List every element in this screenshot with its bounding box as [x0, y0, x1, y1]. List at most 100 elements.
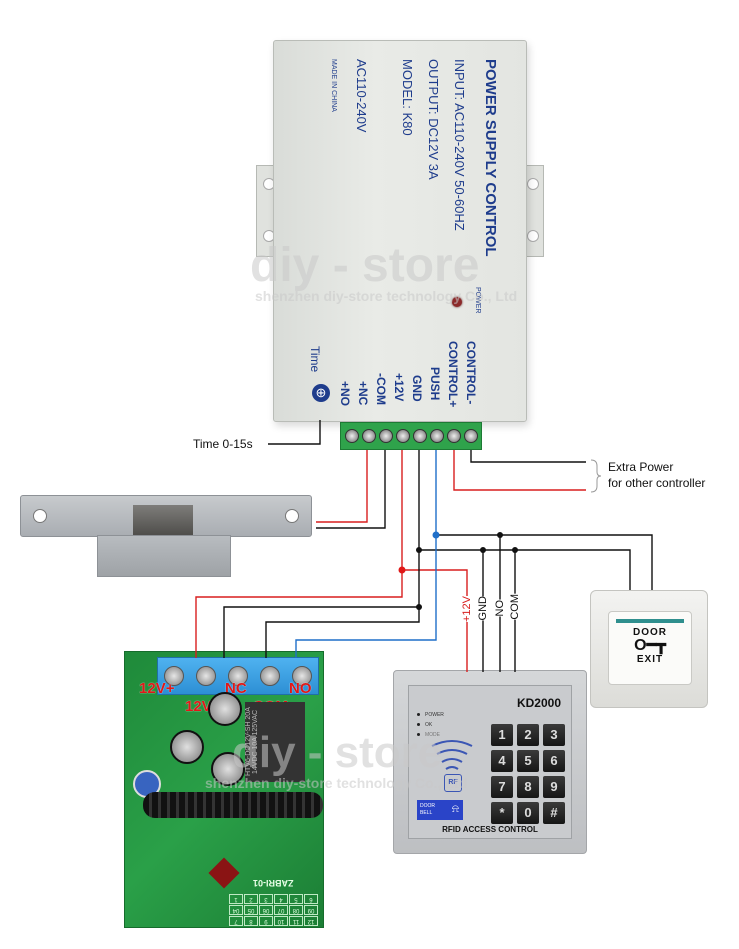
rf-module	[208, 857, 240, 889]
junction-dot	[432, 531, 440, 539]
key-9[interactable]: 9	[543, 776, 565, 798]
wire-lock-red	[316, 450, 368, 523]
terminal-label-12v: +12V	[392, 373, 406, 402]
capacitor	[170, 730, 204, 764]
keypad-panel: KD2000 POWER OK MODE RF DOOR BELL ⍾ 1 2 …	[408, 685, 572, 839]
pin-label: 04	[229, 905, 243, 915]
junction-dot	[480, 547, 486, 553]
pin-label: 2	[244, 894, 258, 904]
keypad-wire-label-com: COM	[509, 594, 521, 620]
wire-extra-power-red	[453, 450, 586, 491]
wire-push-blue	[295, 450, 437, 658]
coiled-antenna	[143, 792, 323, 818]
junction-dot	[512, 547, 518, 553]
time-adjust-knob-icon[interactable]: ⊕	[312, 384, 330, 402]
lock-keeper	[97, 535, 231, 577]
power-led-label: POWER	[474, 287, 481, 314]
terminal-screw	[395, 429, 410, 443]
rfid-keypad: KD2000 POWER OK MODE RF DOOR BELL ⍾ 1 2 …	[393, 670, 587, 854]
psu-input-spec: INPUT: AC110-240V 50-60HZ	[452, 59, 467, 231]
pin-label: 7	[229, 916, 243, 926]
pcb-code: ZABRI-01	[253, 878, 294, 888]
psu-output-spec: OUTPUT: DC12V 3A	[426, 59, 441, 180]
extra-power-brace	[590, 459, 602, 493]
time-label: Time	[308, 346, 322, 373]
pin-label: 6	[304, 894, 318, 904]
pin-label: 9	[259, 916, 273, 926]
terminal-label-nc: +NC	[356, 381, 370, 406]
pin-label: 1	[229, 894, 243, 904]
rf-badge-icon: RF	[444, 774, 462, 792]
wire-push-bus	[436, 534, 653, 590]
terminal-screw	[378, 429, 393, 443]
bell-icon: ⍾	[451, 803, 459, 815]
relay-terminal-screw	[228, 666, 248, 686]
key-8[interactable]: 8	[517, 776, 539, 798]
keypad-led-mode: MODE	[417, 732, 440, 738]
keypad-led-power: POWER	[417, 712, 444, 718]
terminal-label-push: PUSH	[428, 367, 442, 401]
terminal-screw	[463, 429, 478, 443]
exit-button-exit-text: EXIT	[636, 654, 664, 665]
mounting-hole	[527, 178, 539, 190]
pin-grid: 12 11 10 9 8 7 09 08 07 06 05 04 6 5 4 3…	[229, 894, 318, 926]
keypad-wire-label-gnd: GND	[477, 596, 489, 621]
keypad-footer: RFID ACCESS CONTROL	[442, 825, 538, 834]
key-1[interactable]: 1	[491, 724, 513, 746]
key-6[interactable]: 6	[543, 750, 565, 772]
relay-terminal-screw	[292, 666, 312, 686]
key-7[interactable]: 7	[491, 776, 513, 798]
keypad-wire-label-no: NO	[494, 600, 506, 617]
doorbell-button[interactable]: DOOR BELL ⍾	[417, 800, 463, 820]
rf-waves-icon	[431, 740, 473, 770]
psu-terminal-block	[340, 422, 482, 450]
key-4[interactable]: 4	[491, 750, 513, 772]
doorbell-label-line2: BELL	[420, 810, 433, 816]
wireless-relay-board: 12V+ 12V- NC COM NO HTV6-DC12V-SH 20A 14…	[124, 651, 324, 928]
terminal-screw	[344, 429, 359, 443]
relay-terminal-screw	[260, 666, 280, 686]
terminal-label-gnd: GND	[410, 375, 424, 402]
relay-terminal-screw	[164, 666, 184, 686]
key-hash[interactable]: #	[543, 802, 565, 824]
lock-bolt	[133, 505, 193, 535]
psu-model: MODEL: K80	[400, 59, 415, 136]
relay-label-12v-plus: 12V+	[139, 680, 175, 697]
lock-screw-hole	[285, 509, 299, 523]
pin-label: 8	[244, 916, 258, 926]
key-5[interactable]: 5	[517, 750, 539, 772]
junction-dot	[497, 532, 503, 538]
key-2[interactable]: 2	[517, 724, 539, 746]
pin-label: 08	[289, 905, 303, 915]
exit-button-face[interactable]: DOOR O━┳ EXIT	[608, 611, 692, 685]
wire-extra-power-black	[470, 450, 586, 463]
key-3[interactable]: 3	[543, 724, 565, 746]
terminal-screw	[446, 429, 461, 443]
key-icon: O━┳	[634, 637, 666, 654]
wire-lock-black	[316, 450, 386, 529]
doorbell-label-line1: DOOR	[420, 803, 435, 809]
junction-dot	[416, 604, 422, 610]
psu-ac-rating: AC110-240V	[354, 59, 369, 133]
terminal-screw	[412, 429, 427, 443]
time-range-label: Time 0-15s	[193, 437, 253, 451]
capacitor	[211, 752, 245, 786]
power-led-icon	[452, 297, 462, 307]
terminal-label-control-plus: CONTROL+	[446, 341, 460, 408]
terminal-label-com: -COM	[374, 373, 388, 405]
relay-component: HTV6-DC12V-SH 20A 14VDC 10A 125VAC	[245, 702, 305, 782]
mounting-hole	[527, 230, 539, 242]
pin-label: 12	[304, 916, 318, 926]
keypad-model: KD2000	[516, 696, 561, 710]
pin-label: 07	[274, 905, 288, 915]
terminal-screw	[361, 429, 376, 443]
pin-label: 3	[259, 894, 273, 904]
wire-12v-keypad	[402, 569, 468, 672]
door-exit-button[interactable]: DOOR O━┳ EXIT	[590, 590, 708, 708]
pin-label: 10	[274, 916, 288, 926]
capacitor	[208, 692, 242, 726]
key-0[interactable]: 0	[517, 802, 539, 824]
key-star[interactable]: *	[491, 802, 513, 824]
terminal-label-no: +NO	[338, 381, 352, 407]
psu-title: POWER SUPPLY CONTROL	[482, 59, 499, 257]
